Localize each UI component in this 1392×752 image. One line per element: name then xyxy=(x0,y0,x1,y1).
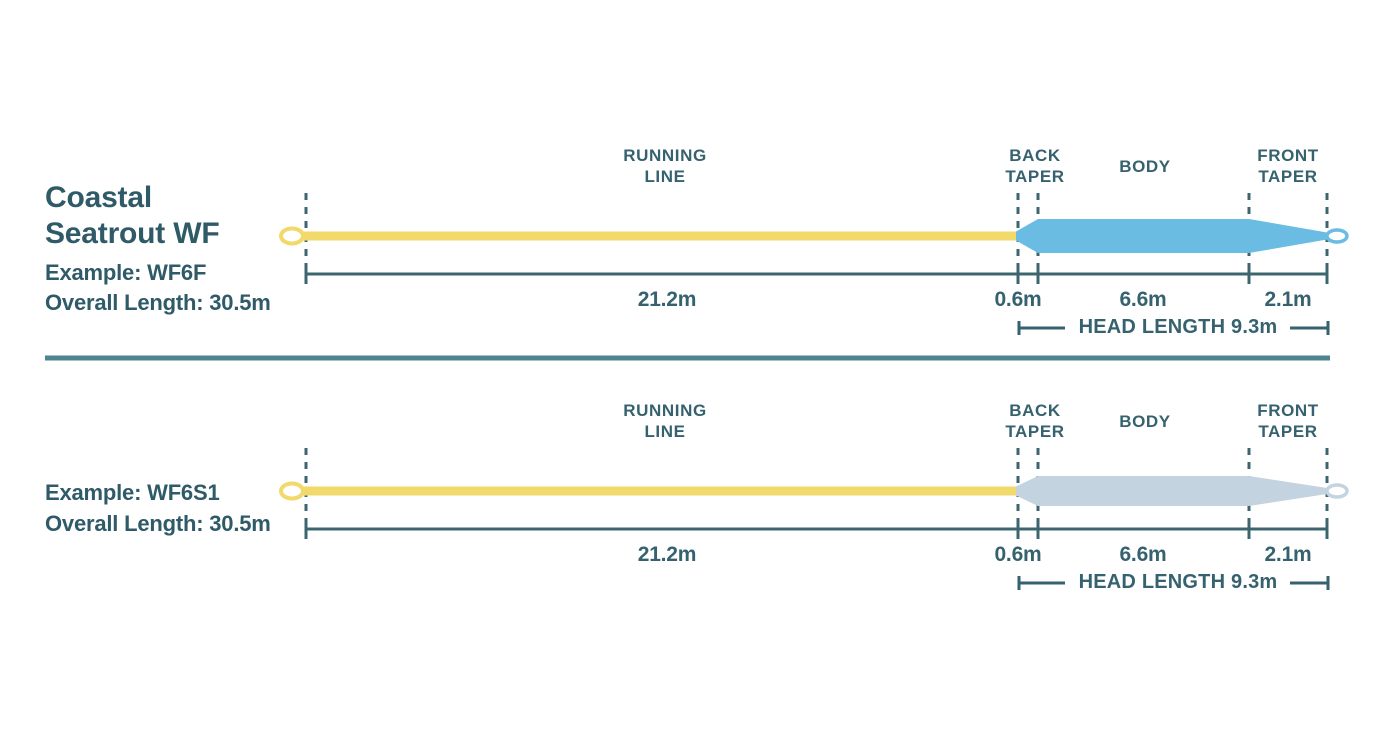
measure-back-taper-sinking: 0.6m xyxy=(994,543,1042,566)
front-loop-icon xyxy=(1325,228,1349,244)
section-caption-body: BODY xyxy=(1119,157,1171,176)
measure-front-taper-floating: 2.1m xyxy=(1264,288,1312,311)
section-caption-running-line-1-sinking: RUNNING xyxy=(623,401,707,420)
section-caption-running-line-2: LINE xyxy=(644,167,686,186)
measure-body-sinking: 6.6m xyxy=(1119,543,1167,566)
section-caption-body-sinking: BODY xyxy=(1119,412,1171,431)
measure-body-floating: 6.6m xyxy=(1119,288,1167,311)
page-title-line-2: Seatrout WF xyxy=(45,217,220,250)
measure-running-line-floating: 21.2m xyxy=(637,288,697,311)
body-shape xyxy=(1038,219,1249,253)
measure-front-taper-sinking: 2.1m xyxy=(1264,543,1312,566)
head-length-bracket xyxy=(1017,321,1330,335)
section-caption-back-taper-2: TAPER xyxy=(1005,167,1065,186)
rear-loop-icon xyxy=(279,481,305,501)
front-taper-shape xyxy=(1249,219,1327,253)
section-caption-front-taper-1: FRONT xyxy=(1257,146,1319,165)
panel-sinking-graphics xyxy=(279,448,1349,590)
section-caption-back-taper-2-sinking: TAPER xyxy=(1005,422,1065,441)
back-taper-shape xyxy=(1016,476,1038,506)
panel-floating-axis xyxy=(304,264,1329,284)
head-length-bracket xyxy=(1017,576,1330,590)
example-label-floating: Example: WF6F xyxy=(45,260,207,285)
front-taper-shape xyxy=(1249,476,1327,506)
panel-sinking-axis xyxy=(304,519,1329,539)
example-label-sinking: Example: WF6S1 xyxy=(45,480,220,505)
section-caption-back-taper-1-sinking: BACK xyxy=(1009,401,1061,420)
section-caption-running-line-1: RUNNING xyxy=(623,146,707,165)
back-taper-shape xyxy=(1016,219,1038,253)
head-length-label-sinking: HEAD LENGTH 9.3m xyxy=(1078,571,1278,593)
head-length-label-floating: HEAD LENGTH 9.3m xyxy=(1078,316,1278,338)
overall-length-label-sinking: Overall Length: 30.5m xyxy=(45,511,271,536)
section-caption-front-taper-1-sinking: FRONT xyxy=(1257,401,1319,420)
section-caption-front-taper-2-sinking: TAPER xyxy=(1258,422,1318,441)
measure-running-line-sinking: 21.2m xyxy=(637,543,697,566)
page-title-line-1: Coastal xyxy=(45,181,152,214)
section-caption-back-taper-1: BACK xyxy=(1009,146,1061,165)
panel-floating-graphics xyxy=(279,193,1349,335)
overall-length-label-floating: Overall Length: 30.5m xyxy=(45,290,271,315)
rear-loop-icon xyxy=(279,226,305,246)
body-shape xyxy=(1038,476,1249,506)
measure-back-taper-floating: 0.6m xyxy=(994,288,1042,311)
section-caption-running-line-2-sinking: LINE xyxy=(644,422,686,441)
front-loop-icon xyxy=(1325,483,1349,499)
section-caption-front-taper-2: TAPER xyxy=(1258,167,1318,186)
